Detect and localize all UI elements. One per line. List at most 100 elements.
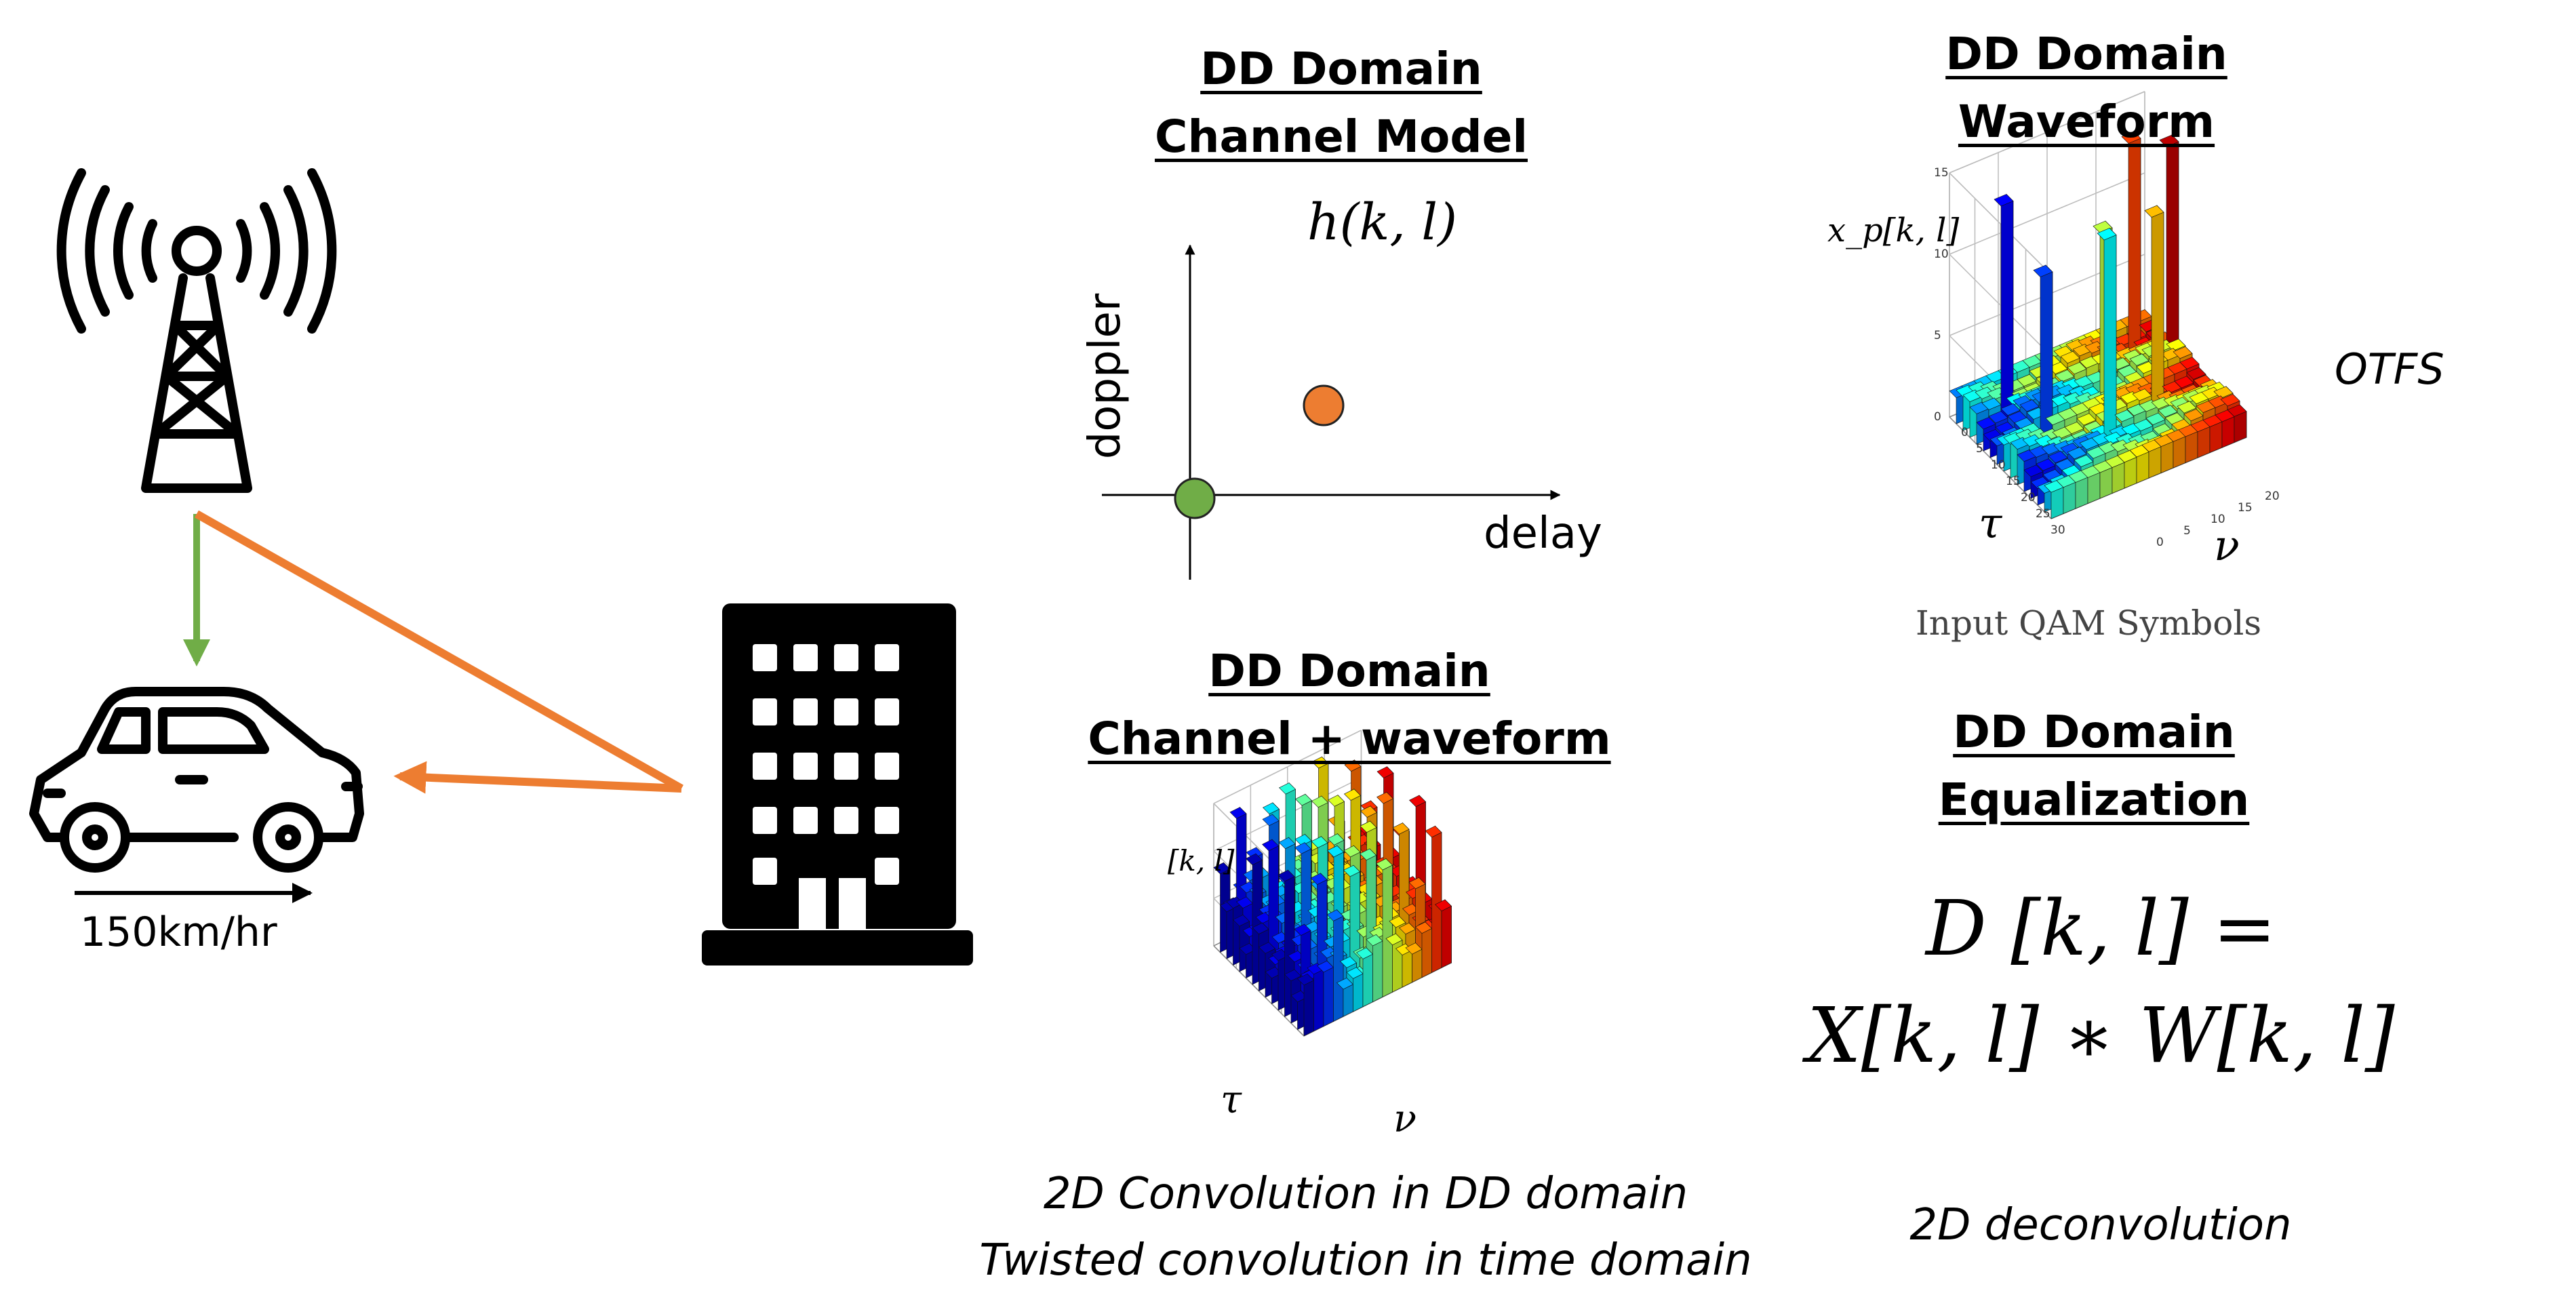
- bar-top: [1385, 933, 1403, 946]
- bar-side: [1353, 973, 1364, 1012]
- bar-top: [2144, 205, 2164, 218]
- building-window: [753, 858, 777, 885]
- bar-top: [1326, 845, 1345, 858]
- building-window: [753, 644, 777, 671]
- convolved-nu-label: ν: [1393, 1097, 1417, 1141]
- axis-tick-label: 0: [1934, 410, 1941, 424]
- building-window: [875, 698, 899, 725]
- bar-side: [2185, 431, 2198, 463]
- axis-tick-label: 0: [1961, 426, 1968, 439]
- bar-top: [2213, 386, 2234, 399]
- bar-side: [2112, 462, 2125, 494]
- bar-top: [1327, 795, 1345, 807]
- channel-model-plot: [1102, 244, 1561, 580]
- bar-top: [1277, 869, 1295, 882]
- waveform-3d-bar-plot: [1949, 91, 2247, 519]
- bar-top: [1343, 789, 1362, 801]
- bar-top: [1294, 834, 1312, 846]
- equalization-title-line2: Equalization: [1938, 774, 2250, 826]
- bar-top: [1232, 914, 1250, 927]
- axis-tick-label: 30: [2050, 523, 2065, 537]
- bar-top: [1311, 756, 1329, 769]
- building-window: [875, 807, 899, 834]
- bar-top: [1326, 909, 1344, 921]
- building-window: [834, 753, 858, 780]
- axis-tick-label: 0: [2156, 536, 2164, 549]
- bar-top: [1359, 848, 1377, 860]
- building-window: [875, 644, 899, 671]
- bar-top: [2186, 367, 2206, 380]
- bar-side: [1333, 915, 1344, 1022]
- bar-top: [1376, 766, 1394, 778]
- bar-side: [1421, 928, 1432, 978]
- bar-top: [2093, 220, 2113, 233]
- waveform-title-line2: Waveform: [1958, 96, 2215, 148]
- bar-top: [1311, 795, 1329, 808]
- waveform-title-line1: DD Domain: [1945, 28, 2227, 80]
- bar-side: [2063, 481, 2076, 514]
- bar-top: [2179, 357, 2200, 370]
- bar-top: [1392, 822, 1410, 835]
- bar-side: [2099, 467, 2113, 499]
- bar-side: [1313, 969, 1324, 1032]
- bar-top: [1294, 923, 1311, 936]
- bar-side: [1343, 984, 1353, 1017]
- bar-top: [2033, 264, 2053, 277]
- bar-top: [2166, 338, 2186, 351]
- channel-waveform-title-line1: DD Domain: [1208, 645, 1490, 697]
- bar-top: [2121, 131, 2141, 144]
- bar-top: [1360, 805, 1378, 818]
- bar-side: [2124, 456, 2137, 489]
- bar-top: [1408, 877, 1426, 890]
- bar-top: [2227, 404, 2247, 417]
- bar-top: [1389, 915, 1406, 928]
- axis-tick-label: 10: [1934, 247, 1949, 261]
- car-icon: [29, 687, 364, 873]
- bar-top: [1327, 833, 1345, 845]
- bar-top: [1994, 194, 2014, 207]
- bar-side: [1402, 949, 1412, 988]
- bar-side: [2160, 441, 2174, 473]
- bar-side: [1382, 864, 1393, 997]
- convolution-caption-line1: 2D Convolution in DD domain: [1043, 1169, 1688, 1219]
- doppler-axis-label: doppler: [1080, 293, 1130, 460]
- bar-top: [1311, 836, 1328, 848]
- equalization-equation-line2: X[k, l] ∗ W[k, l]: [1807, 992, 2395, 1080]
- bar-top: [1262, 802, 1280, 814]
- axis-tick-label: 25: [2036, 507, 2050, 521]
- bar-top: [1245, 853, 1263, 866]
- bar-top: [1339, 956, 1358, 968]
- building-window: [834, 644, 858, 671]
- bar-top: [2173, 346, 2193, 359]
- bar-side: [2136, 452, 2149, 483]
- waveform-nu-label: ν: [2214, 521, 2240, 570]
- bar-side: [2197, 426, 2211, 458]
- bar-top: [1294, 842, 1312, 854]
- bar-top: [1258, 942, 1276, 954]
- building-window: [753, 807, 777, 834]
- bar-top: [1294, 793, 1313, 806]
- reflected-path-arrow: [393, 761, 682, 794]
- building-window: [875, 753, 899, 780]
- bar-side: [1412, 949, 1423, 983]
- channel-model-title-line1: DD Domain: [1200, 43, 1482, 95]
- bar-top: [1360, 820, 1377, 833]
- channel-model-title-line2: Channel Model: [1155, 111, 1528, 163]
- bar-top: [2220, 394, 2240, 407]
- axis-tick-label: 15: [2006, 475, 2021, 488]
- axis-tick-label: 5: [1934, 329, 1941, 342]
- bar-side: [1372, 940, 1383, 1003]
- bar-side: [1362, 953, 1373, 1008]
- building-window: [834, 698, 858, 725]
- bar-top: [2159, 134, 2179, 147]
- bar-top: [1262, 814, 1280, 827]
- bar-side: [2173, 436, 2186, 469]
- speed-label: 150km/hr: [80, 909, 277, 956]
- building-window: [875, 858, 899, 885]
- equalization-title-line1: DD Domain: [1953, 706, 2235, 758]
- bar-side: [1323, 967, 1334, 1027]
- bar-side: [2234, 411, 2247, 443]
- bar-top: [1278, 782, 1296, 795]
- bar-side: [2128, 138, 2141, 372]
- building-window: [793, 807, 818, 834]
